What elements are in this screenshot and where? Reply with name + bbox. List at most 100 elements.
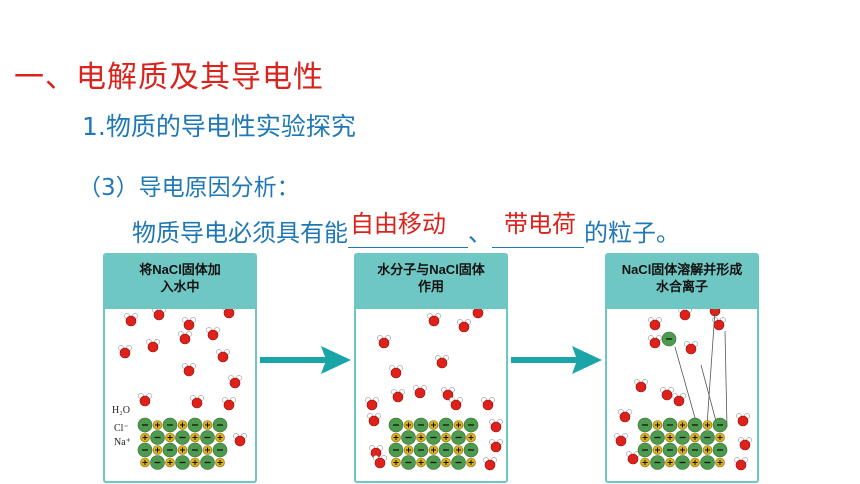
water-molecule [233,433,247,447]
sodium-ion [215,432,225,443]
panel-3-illustration [614,300,752,471]
fill-in-sentence: 物质导电必须具有能自由移动、带电荷的粒子。 [132,210,680,248]
panel-2-caption: 水分子与NaCl固体作用 [356,255,506,309]
sentence-separator: 、 [468,219,492,247]
chloride-ion [637,442,653,458]
water-molecule [483,457,497,471]
chloride-ion [650,455,665,470]
chloride-ion [413,417,429,433]
chloride-ion [137,417,153,433]
chloride-ion [200,455,215,470]
water-molecule [734,457,748,471]
sodium-ion [190,432,200,443]
sodium-ion [202,445,213,455]
chloride-ion [662,417,678,433]
chloride-ion [451,455,466,470]
answer-1: 自由移动 [350,210,446,238]
panel-water-interaction: 水分子与NaCl固体作用 [354,253,508,483]
answer-2: 带电荷 [504,210,576,238]
chloride-ion [162,442,178,458]
sodium-ion [428,420,439,430]
chloride-ion [675,430,690,445]
chloride-ion [401,430,416,445]
water-molecule [206,327,220,341]
chloride-ion [438,417,454,433]
water-molecule [736,413,750,427]
sodium-ion [453,420,464,430]
ion-paths [674,310,728,428]
arrow-right-icon [260,346,351,374]
sodium-ion [165,432,175,443]
chloride-ion [712,442,728,458]
water-molecule [449,397,463,411]
water-molecule [182,317,196,331]
sodium-ion [665,457,675,468]
sodium-ion [403,420,414,430]
section-heading: 一、电解质及其导电性 [14,60,324,95]
chloride-ion [661,331,677,347]
sodium-ion [215,457,225,468]
water-molecule [684,341,698,355]
sodium-ion [391,457,401,468]
chloride-ion [700,430,715,445]
water-molecule [489,439,503,453]
chloride-ion [413,442,429,458]
sodium-ion [677,445,688,455]
sodium-ion [640,457,650,468]
water-molecule [152,307,166,321]
subsection-heading: （3）导电原因分析： [78,175,300,201]
water-molecule [626,451,640,465]
water-molecule [190,395,204,409]
sodium-ion [441,457,451,468]
sodium-ion [152,445,163,455]
sodium-ion [665,432,675,443]
water-molecule [712,317,726,331]
water-molecule [672,393,686,407]
chloride-ion [637,417,653,433]
sub-heading: 1.物质的导电性实验探究 [82,112,356,141]
water-molecule [614,433,628,447]
sodium-ion [391,432,401,443]
water-molecule [457,319,471,333]
water-molecule [738,437,752,451]
water-molecule [481,397,495,411]
water-molecule [228,375,242,389]
water-molecule [124,313,138,327]
sodium-ion [165,457,175,468]
sodium-ion [466,457,476,468]
sodium-ion [690,432,700,443]
water-molecule [441,387,455,401]
water-molecule [146,339,160,353]
label-cl: Cl⁻ [114,423,129,434]
blank-2: 带电荷 [492,210,584,248]
sodium-ion [702,420,713,430]
water-molecule [413,385,427,399]
sodium-ion [202,420,213,430]
chloride-ion [187,417,203,433]
sodium-ion [466,432,476,443]
water-molecule [648,317,662,331]
sodium-ion [690,457,700,468]
panel-hydrated-ions: NaCl固体溶解并形成水合离子 [605,253,759,483]
sodium-ion [715,457,725,468]
water-molecule [389,365,403,379]
water-molecule [427,313,441,327]
chloride-ion [137,442,153,458]
sodium-ion [140,432,150,443]
sodium-ion [152,420,163,430]
sodium-ion [403,445,414,455]
sodium-ion [177,420,188,430]
sodium-ion [677,420,688,430]
water-molecule [660,387,674,401]
chloride-ion [438,442,454,458]
water-molecule [222,397,236,411]
water-molecule [216,349,230,363]
panel-1-caption: 将NaCl固体加入水中 [105,255,255,309]
chloride-ion [200,430,215,445]
water-molecule [182,363,196,377]
chloride-ion [687,442,703,458]
chloride-ion [401,455,416,470]
water-molecule [118,345,132,359]
chloride-ion [712,417,728,433]
water-molecule [648,335,662,349]
